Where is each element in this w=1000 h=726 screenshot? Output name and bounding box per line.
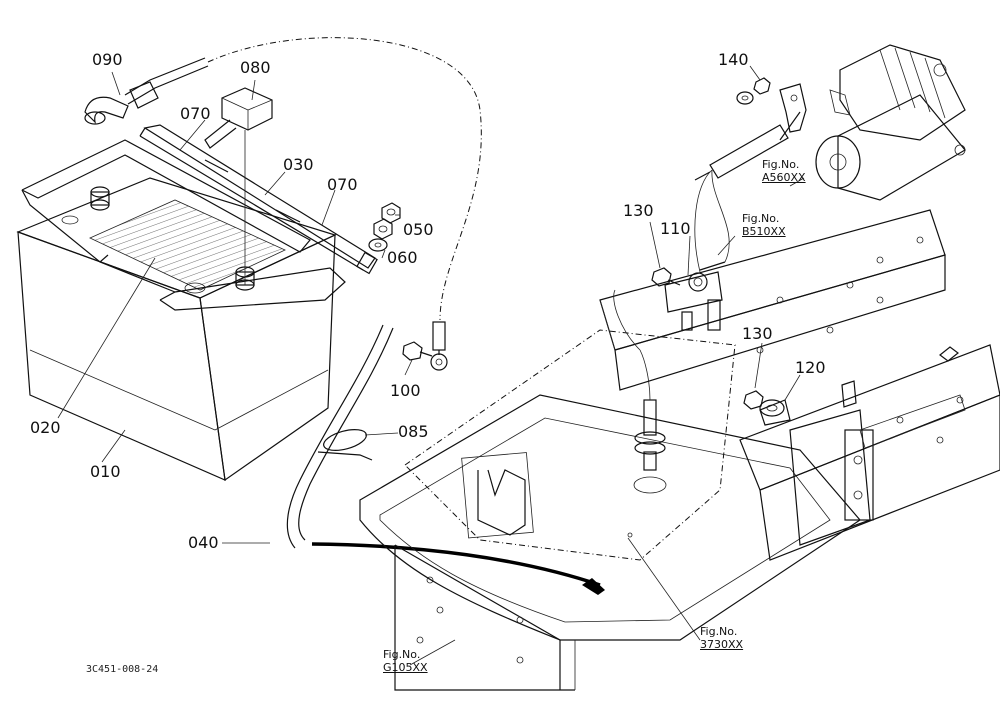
cable-tie — [317, 429, 373, 461]
part-label-020: 020 — [30, 418, 61, 437]
part-label-060: 060 — [387, 248, 418, 267]
starter-motor — [815, 44, 966, 201]
bolt-130-lower — [743, 390, 764, 410]
fig-prefix: Fig.No. — [762, 158, 800, 171]
frame-rails — [599, 209, 1000, 561]
part-label-130-lower: 130 — [742, 324, 773, 343]
positive-cable — [84, 37, 482, 321]
grommet — [634, 349, 666, 471]
battery — [16, 177, 337, 482]
leader-lines — [57, 65, 805, 666]
bolt-100 — [402, 341, 433, 361]
battery-rod — [139, 124, 378, 275]
part-label-110: 110 — [660, 219, 691, 238]
nut-050 — [373, 202, 401, 240]
fig-number: G105XX — [383, 661, 428, 674]
fig-prefix: Fig.No. — [742, 212, 780, 225]
part-label-050: 050 — [403, 220, 434, 239]
part-label-130-upper: 130 — [623, 201, 654, 220]
part-label-030: 030 — [283, 155, 314, 174]
frame-g105 — [394, 544, 576, 691]
washer-060 — [368, 238, 388, 252]
part-label-070-upper: 070 — [180, 104, 211, 123]
part-label-085: 085 — [398, 422, 429, 441]
fig-ref-g105: Fig.No. G105XX — [383, 648, 428, 674]
fig-prefix: Fig.No. — [700, 625, 738, 638]
part-label-100: 100 — [390, 381, 421, 400]
part-label-140: 140 — [718, 50, 749, 69]
part-label-090: 090 — [92, 50, 123, 69]
fig-ref-a560: Fig.No. A560XX — [762, 158, 806, 184]
negative-cable — [286, 324, 605, 595]
battery-holder — [21, 139, 346, 311]
bolt-130-upper — [651, 267, 681, 287]
part-label-010: 010 — [90, 462, 121, 481]
fig-number: B510XX — [742, 225, 786, 238]
part-label-080: 080 — [240, 58, 271, 77]
part-label-120: 120 — [795, 358, 826, 377]
fig-ref-3730: Fig.No. 3730XX — [700, 625, 743, 651]
fig-prefix: Fig.No. — [383, 648, 421, 661]
drawing-code: 3C451-008-24 — [86, 664, 159, 675]
clamp-120 — [759, 399, 791, 426]
part-label-040: 040 — [188, 533, 219, 552]
floor-plate — [359, 329, 861, 641]
clamp-110 — [664, 169, 730, 331]
fig-number: 3730XX — [700, 638, 744, 651]
nut-140 — [736, 77, 771, 105]
starter-lug — [694, 83, 807, 181]
fig-ref-b510: Fig.No. B510XX — [742, 212, 786, 238]
ground-terminal — [430, 321, 448, 371]
part-label-070-lower: 070 — [327, 175, 358, 194]
terminal-cover — [204, 87, 273, 285]
fig-number: A560XX — [762, 171, 806, 184]
